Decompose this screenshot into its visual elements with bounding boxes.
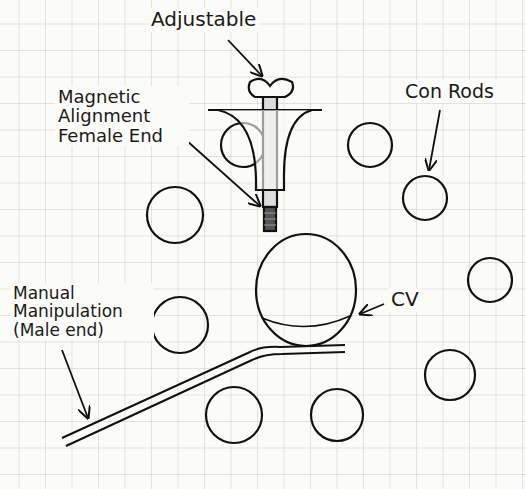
- con-rod: [468, 258, 512, 302]
- leader-line: [360, 304, 384, 314]
- con-rod: [311, 389, 363, 441]
- thread-lines: [264, 213, 276, 225]
- part-label: Manual Manipulation (Male end): [10, 283, 154, 340]
- cv-circle: [256, 234, 356, 346]
- cv-part: [256, 234, 356, 346]
- leader-line: [186, 140, 260, 206]
- part-label: Adjustable: [148, 8, 259, 32]
- probe-edge: [62, 345, 345, 438]
- funnel-body: [218, 110, 312, 190]
- leader-line: [62, 350, 88, 418]
- part-label: Con Rods: [402, 80, 497, 103]
- con-rod: [152, 297, 208, 353]
- con-rod: [425, 350, 475, 400]
- magnet-thread: [264, 207, 276, 231]
- con-rod: [348, 123, 392, 167]
- cv-inner-arc: [262, 316, 350, 327]
- leader-line: [228, 40, 262, 76]
- wing-knob: [249, 79, 293, 97]
- adjustable-tool: [208, 79, 322, 231]
- probe-edge: [66, 352, 345, 446]
- con-rods: [147, 123, 512, 443]
- part-label: Magnetic Alignment Female End: [55, 86, 189, 146]
- con-rod: [403, 176, 447, 220]
- leader-line: [429, 110, 440, 170]
- probe: [62, 345, 345, 446]
- con-rod: [206, 387, 262, 443]
- con-rod: [147, 187, 203, 243]
- part-label: CV: [388, 288, 422, 312]
